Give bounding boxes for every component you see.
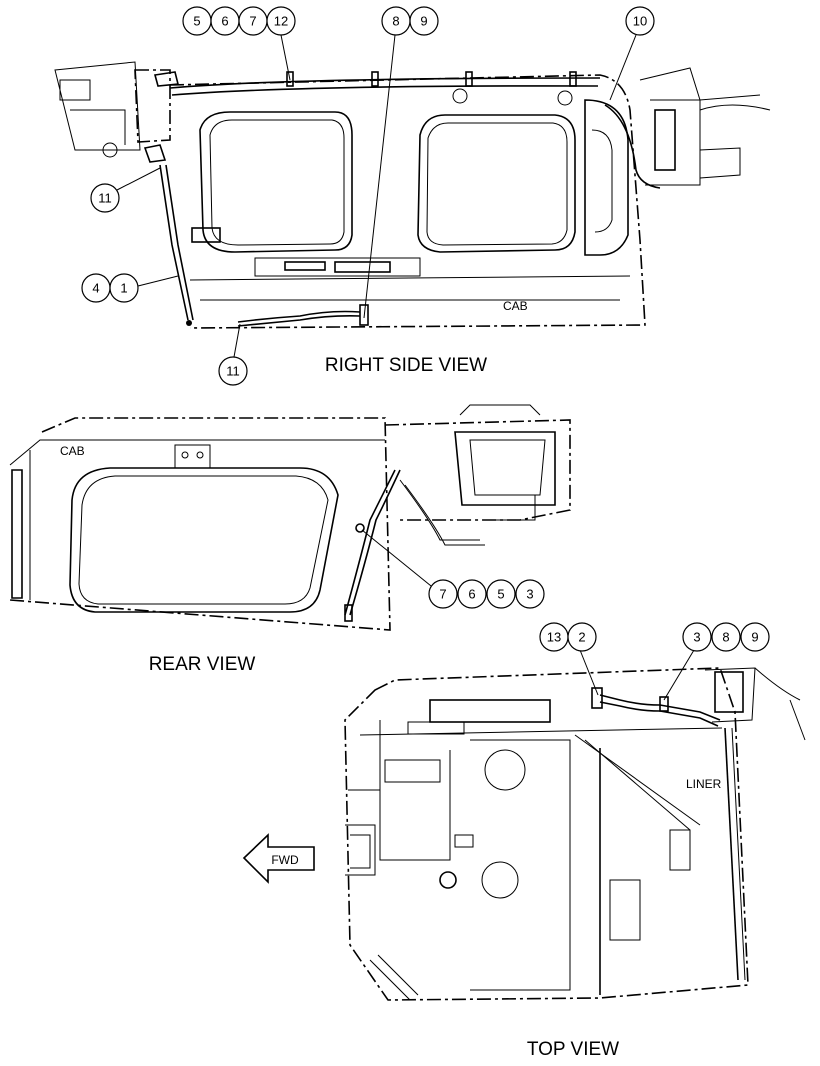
callout-number: 11	[226, 364, 240, 379]
top-liner-label: LINER	[686, 777, 722, 791]
callout-bubble	[428, 579, 458, 609]
callout-number: 9	[420, 14, 427, 29]
callout-number: 5	[497, 587, 504, 602]
callout-number: 11	[98, 191, 112, 206]
leader-lines	[116, 34, 695, 701]
callout-bubble	[567, 622, 597, 652]
callout-number: 6	[468, 587, 475, 602]
callout-bubble	[711, 622, 741, 652]
callout-number: 7	[439, 587, 446, 602]
callout-number: 6	[221, 14, 228, 29]
callout-bubble	[109, 273, 139, 303]
callout-bubble	[515, 579, 545, 609]
callout-number: 13	[547, 630, 561, 645]
rear-cab-label: CAB	[60, 444, 85, 458]
fwd-arrow: FWD	[242, 833, 315, 884]
callout-number: 3	[526, 587, 533, 602]
callout-bubble	[740, 622, 770, 652]
callout-bubble	[218, 356, 248, 386]
callout-number: 10	[633, 14, 647, 29]
rear-view-title: REAR VIEW	[149, 654, 256, 675]
right-side-view-title: RIGHT SIDE VIEW	[325, 355, 487, 376]
right-side-cab-label: CAB	[503, 299, 528, 313]
callout-number: 8	[392, 14, 399, 29]
callout-bubble	[486, 579, 516, 609]
fwd-label: FWD	[271, 853, 299, 867]
callout-bubble	[409, 6, 439, 36]
callout-number: 5	[193, 14, 200, 29]
callout-bubble	[682, 622, 712, 652]
callout-number: 7	[249, 14, 256, 29]
callout-number: 12	[274, 14, 288, 29]
callout-number: 2	[578, 630, 585, 645]
callout-bubble	[457, 579, 487, 609]
callout-bubble	[90, 183, 120, 213]
rear-view-drawing	[9, 404, 571, 631]
callout-number: 3	[693, 630, 700, 645]
top-view-drawing	[344, 667, 806, 1001]
callout-number: 8	[722, 630, 729, 645]
right-side-view-drawing	[54, 61, 771, 329]
callout-number: 4	[92, 281, 99, 296]
callout-bubble	[625, 6, 655, 36]
top-view-title: TOP VIEW	[527, 1039, 619, 1060]
callout-bubble	[266, 6, 296, 36]
callout-number: 1	[120, 281, 127, 296]
callout-number: 9	[751, 630, 758, 645]
